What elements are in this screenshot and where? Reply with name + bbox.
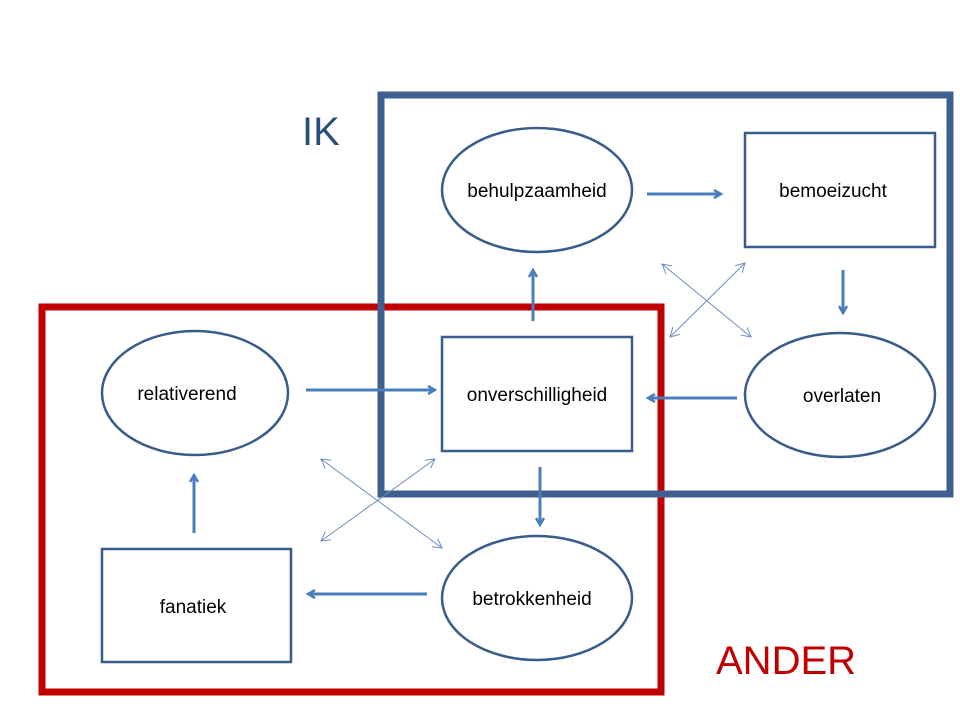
ander-frame <box>38 303 665 696</box>
ik-frame <box>377 91 954 498</box>
node-overlaten <box>743 331 937 459</box>
double-arrow-bemoeizucht-onverschilligheid <box>669 262 746 338</box>
node-relativerend-label: relativerend <box>137 384 236 405</box>
node-behulpzaamheid <box>440 126 634 254</box>
node-bemoeizucht <box>743 131 937 249</box>
node-fanatiek <box>100 547 293 664</box>
node-betrokkenheid <box>440 534 634 662</box>
node-behulpzaamheid-label: behulpzaamheid <box>467 181 606 202</box>
node-fanatiek-label: fanatiek <box>160 597 227 618</box>
node-betrokkenheid-label: betrokkenheid <box>472 589 591 610</box>
ik-label: IK <box>302 110 340 154</box>
node-onverschilligheid-label: onverschilligheid <box>467 385 607 406</box>
ander-label: ANDER <box>716 639 856 683</box>
double-arrow-onverschilligheid-fanatiek <box>320 458 436 542</box>
node-overlaten-label: overlaten <box>803 386 881 407</box>
node-bemoeizucht-label: bemoeizucht <box>779 181 887 202</box>
node-onverschilligheid <box>440 335 634 453</box>
node-relativerend <box>100 329 290 457</box>
